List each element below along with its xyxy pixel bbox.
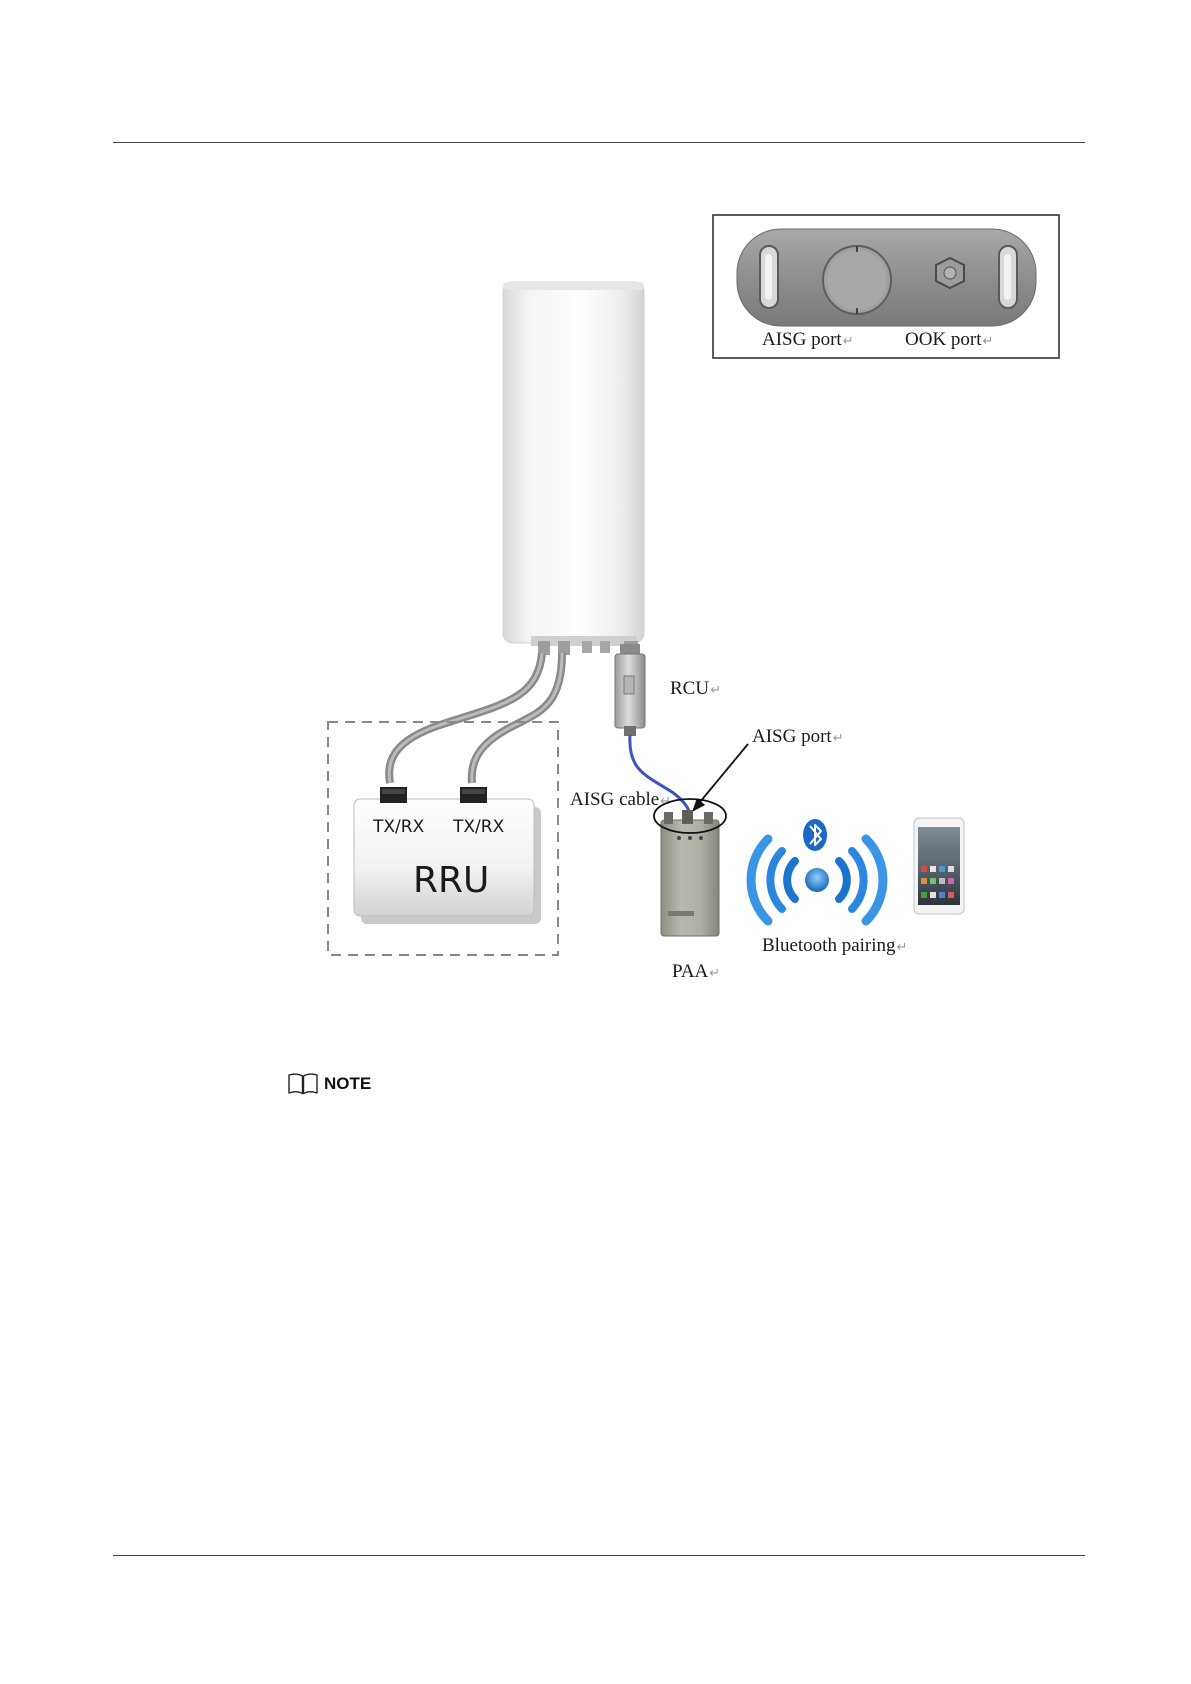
antenna [503,282,644,655]
smartphone [914,818,964,914]
inset-ook-port-label: OOK port↵ [905,329,993,351]
aisg-port-arrow [692,744,748,812]
rru-port-right-label: TX/RX [453,817,504,837]
feeder-cables [389,653,562,783]
figure-diagram [0,0,1191,1000]
note-label: NOTE [324,1074,371,1094]
rru-box-label: RRU [413,860,489,901]
paa-device [661,810,719,936]
rcu-device [615,644,645,736]
aisg-cable [630,735,691,828]
rru-port-left-label: TX/RX [373,817,424,837]
rcu-label: RCU↵ [670,678,721,700]
book-icon [287,1072,319,1096]
aisg-port-callout-label: AISG port↵ [752,726,844,748]
bluetooth-pairing-label: Bluetooth pairing↵ [762,935,907,957]
aisg-cable-label: AISG cable↵ [570,789,671,811]
footer-rule [113,1555,1085,1556]
inset-aisg-port-label: AISG port↵ [762,329,854,351]
wireless-signal-icon [751,839,883,921]
note-heading: NOTE [287,1072,371,1096]
bluetooth-logo [803,819,827,851]
paa-label: PAA↵ [672,961,720,983]
